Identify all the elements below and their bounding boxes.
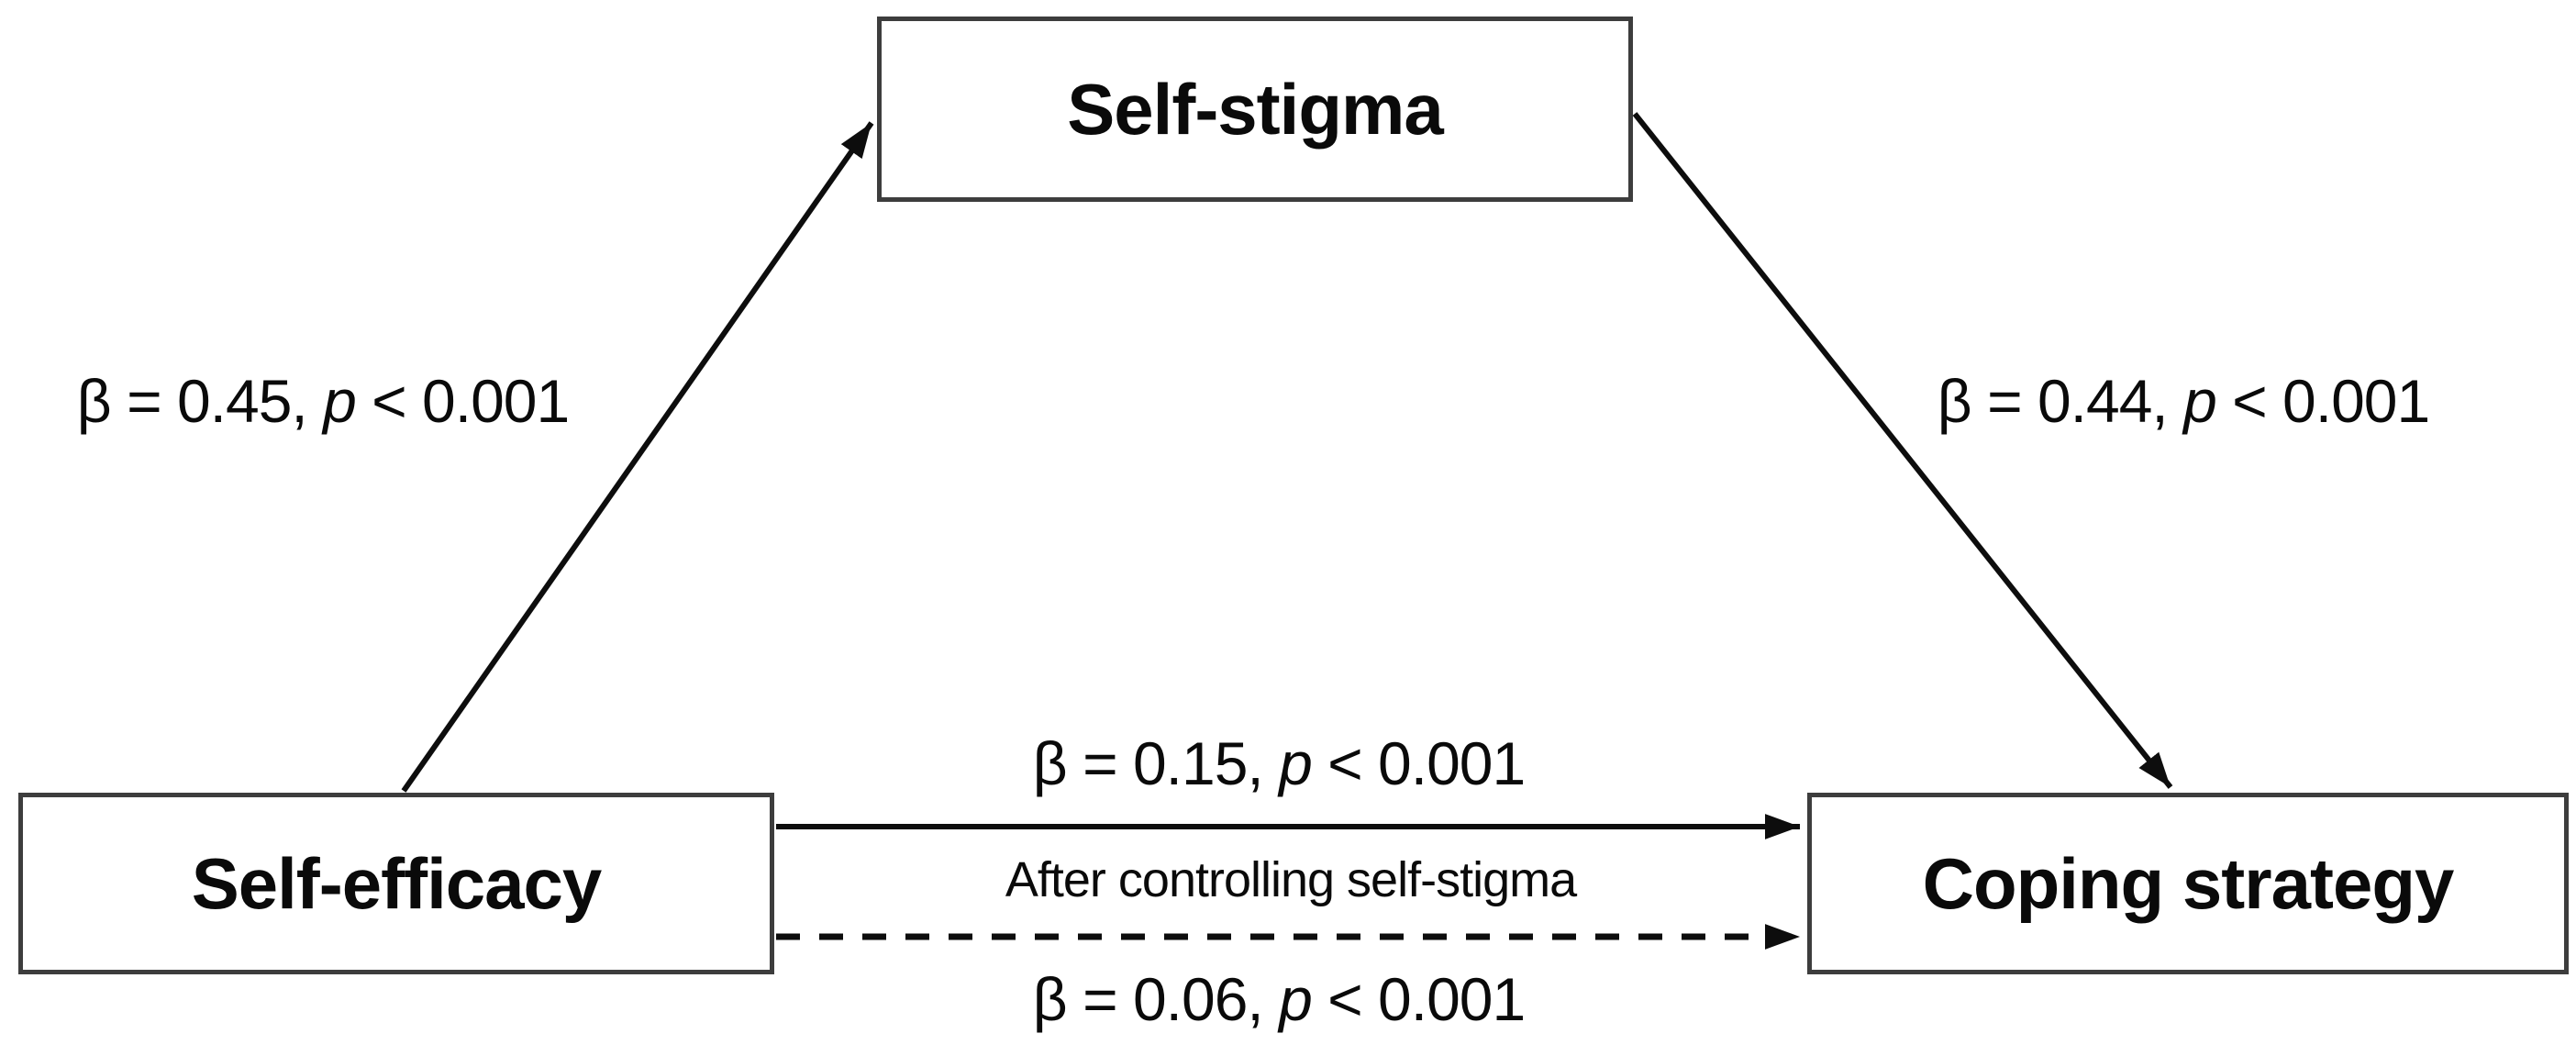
path-c-p-value: < 0.001 [1311, 729, 1526, 797]
path-c-beta-value: β = 0.15, [1032, 729, 1280, 797]
path-a-arrow [401, 121, 874, 793]
path-c-prime-p-value: < 0.001 [1311, 965, 1526, 1033]
path-c-p-symbol: p [1279, 729, 1313, 797]
outcome-box-label: Coping strategy [1922, 842, 2455, 924]
predictor-box-self-efficacy: Self-efficacy [18, 793, 774, 974]
path-a-beta-value: β = 0.45, [76, 367, 324, 435]
path-c-direct-stat-label: β = 0.15, p < 0.001 [1032, 728, 1526, 798]
controlled-path-note: After controlling self-stigma [1005, 852, 1577, 907]
path-b-stat-label: β = 0.44, p < 0.001 [1937, 366, 2430, 436]
mediator-box-label: Self-stigma [1067, 68, 1443, 150]
path-c-prime-stat-label: β = 0.06, p < 0.001 [1032, 964, 1526, 1034]
path-b-arrow [1632, 112, 2173, 789]
path-c-prime-p-symbol: p [1279, 965, 1313, 1033]
outcome-box-coping-strategy: Coping strategy [1807, 793, 2569, 974]
path-b-p-symbol: p [2183, 367, 2217, 435]
predictor-box-label: Self-efficacy [191, 842, 603, 924]
path-b-p-value: < 0.001 [2215, 367, 2430, 435]
path-a-p-value: < 0.001 [355, 367, 570, 435]
mediator-box-self-stigma: Self-stigma [877, 17, 1633, 202]
path-a-p-symbol: p [323, 367, 357, 435]
path-c-prime-beta-value: β = 0.06, [1032, 965, 1280, 1033]
path-a-stat-label: β = 0.45, p < 0.001 [76, 366, 570, 436]
path-b-beta-value: β = 0.44, [1937, 367, 2184, 435]
